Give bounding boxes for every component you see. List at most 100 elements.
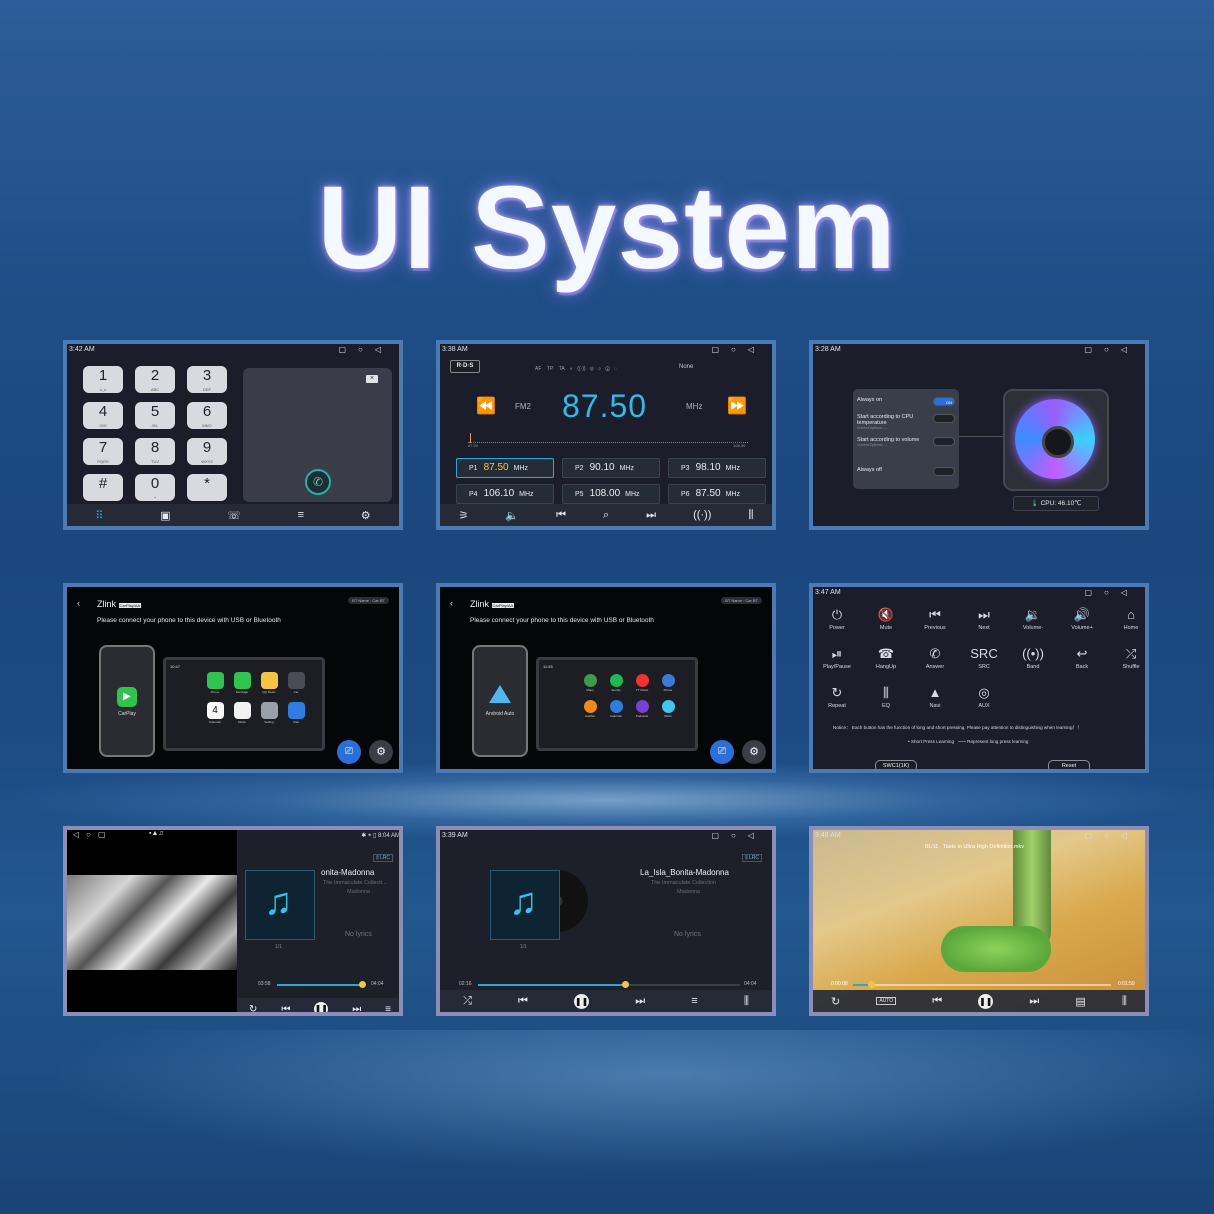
tuning-needle[interactable] (470, 433, 471, 443)
back-icon[interactable]: ‹ (77, 598, 80, 608)
android-nav-icons[interactable]: ▢○◁ (711, 345, 766, 354)
next-icon[interactable]: ⏭ (1029, 994, 1040, 1007)
progress-knob[interactable] (868, 981, 876, 988)
repeat-icon[interactable]: ↻ (248, 1003, 258, 1015)
previous-icon[interactable]: ⏮ (281, 1003, 291, 1015)
app-tile[interactable]: YT Music (631, 674, 653, 692)
fan-option-toggle[interactable]: ON (933, 397, 955, 406)
equalizer-icon[interactable]: ⫼ (1121, 994, 1127, 1007)
app-tile[interactable]: Music (231, 702, 253, 724)
seek-forward-icon[interactable]: ⏩ (727, 398, 747, 415)
app-tile[interactable]: Podcasts (631, 700, 653, 718)
contacts-icon[interactable]: ▣ (160, 509, 171, 522)
swc-button[interactable]: 🔇Mute (866, 607, 906, 631)
app-tile[interactable]: Message (231, 672, 253, 694)
swc-button[interactable]: ↻Repeat (817, 685, 857, 709)
broadcast-icon[interactable]: ((·)) (693, 509, 712, 521)
swc-button[interactable]: ⏯Play/Pause (817, 646, 857, 670)
settings-button[interactable]: ⚙ (742, 740, 766, 764)
app-tile[interactable]: QQ Music (258, 672, 280, 694)
swc-profile-select[interactable]: SWC1(1K) (875, 760, 917, 769)
swc-button[interactable]: ✆Answer (915, 646, 955, 670)
android-nav-icons[interactable]: ▢○◁ (1084, 588, 1139, 597)
swc-button[interactable]: ⏻Power (817, 607, 857, 631)
app-tile[interactable]: Waze (657, 700, 679, 718)
shuffle-icon[interactable]: ⤮ (463, 994, 472, 1007)
video-thumbnail[interactable] (67, 875, 237, 970)
tuning-scale[interactable] (468, 433, 748, 443)
android-nav-icons[interactable]: ◁○▢ (73, 830, 113, 839)
swc-button[interactable]: ⏭Next (964, 607, 1004, 631)
swc-button[interactable]: ▲Navi (915, 685, 955, 709)
repeat-icon[interactable]: ↻ (831, 995, 841, 1008)
previous-icon[interactable]: ⏮ (556, 508, 566, 521)
call-button[interactable]: ✆ (305, 469, 331, 495)
previous-icon[interactable]: ⏮ (518, 994, 528, 1007)
lrc-badge[interactable]: ⫼ LRC (742, 854, 762, 862)
swc-button[interactable]: ⫼EQ (866, 685, 906, 709)
app-tile[interactable]: Mail (285, 702, 307, 724)
lrc-badge[interactable]: ⫼ LRC (373, 854, 393, 862)
pause-button[interactable]: ❚❚ (314, 1002, 329, 1012)
progress-track[interactable] (478, 981, 740, 988)
app-tile[interactable]: Setting (258, 702, 280, 724)
fan-option-toggle[interactable] (933, 414, 955, 423)
android-nav-icons[interactable]: ▢○◁ (1084, 345, 1139, 354)
flag-af[interactable]: AF (535, 366, 542, 372)
swc-button[interactable]: ☎HangUp (866, 646, 906, 670)
fan-option-row[interactable]: Always off (857, 467, 955, 476)
next-icon[interactable]: ⏭ (635, 994, 646, 1007)
screen-mirror-button[interactable]: ⎚ (337, 740, 361, 764)
reset-button[interactable]: Reset (1048, 760, 1090, 769)
swc-button[interactable]: ⏮Previous (915, 607, 955, 631)
previous-icon[interactable]: ⏮ (932, 994, 943, 1007)
backspace-icon[interactable]: × (366, 375, 378, 383)
swc-button[interactable]: 🔊Volume+ (1062, 607, 1102, 631)
bt-name-pill[interactable]: BT Name : Car BT (721, 597, 762, 604)
back-icon[interactable]: ‹ (450, 598, 453, 608)
playlist-icon[interactable]: ▤ (1075, 995, 1086, 1008)
swc-button[interactable]: ↩Back (1062, 646, 1102, 670)
seek-back-icon[interactable]: ⏪ (476, 398, 496, 415)
android-nav-icons[interactable]: ▢○◁ (338, 345, 393, 354)
signal-icon[interactable]: ⚞ (458, 509, 469, 522)
progress-track[interactable] (277, 981, 367, 988)
app-tile[interactable]: Phone (204, 672, 226, 694)
flag-ta[interactable]: TA (558, 366, 565, 372)
swc-button[interactable]: ((•))Band (1013, 646, 1053, 670)
playlist-icon[interactable]: ≡ (385, 1003, 392, 1015)
music-list-icon[interactable]: ≡ (297, 509, 305, 521)
flag-tp[interactable]: TP (546, 366, 554, 372)
call-log-icon[interactable]: ☏ (227, 509, 241, 522)
app-tile[interactable]: Audible (579, 700, 601, 718)
search-icon[interactable]: ⌕ (602, 508, 610, 521)
next-icon[interactable]: ⏭ (352, 1003, 362, 1015)
app-tile[interactable]: Phone (657, 674, 679, 692)
app-tile[interactable]: Car (285, 672, 307, 694)
app-tile[interactable]: Maps (579, 674, 601, 692)
screen-mirror-button[interactable]: ⎚ (710, 740, 734, 764)
settings-button[interactable]: ⚙ (369, 740, 393, 764)
progress-knob[interactable] (621, 981, 629, 988)
playlist-icon[interactable]: ≡ (691, 995, 698, 1007)
rds-badge[interactable]: R·D·S (450, 360, 480, 373)
dial-key[interactable]: 0+ (135, 474, 175, 501)
